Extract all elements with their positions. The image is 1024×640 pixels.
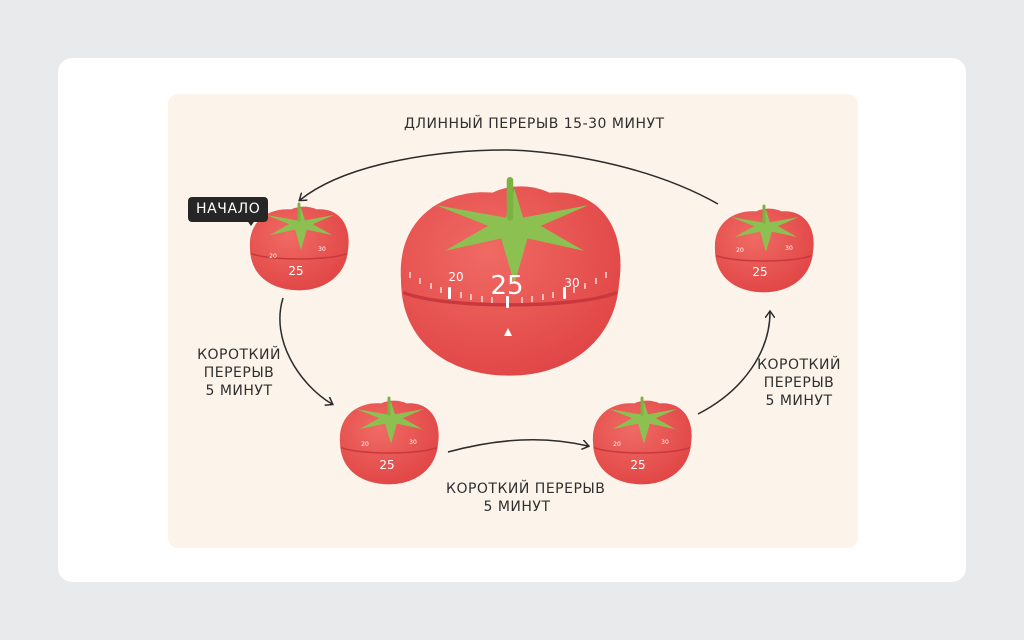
dial-pointer-icon	[504, 328, 512, 336]
timer-dial: 25 20 30	[736, 245, 793, 279]
label-line: КОРОТКИЙ ПЕРЕРЫВ	[446, 481, 606, 497]
label-line: КОРОТКИЙ	[757, 357, 841, 373]
tick-label: 20	[448, 270, 463, 284]
tick-label: 20	[613, 441, 621, 448]
tick-label: 30	[661, 439, 669, 446]
long-break-label: ДЛИННЫЙ ПЕРЕРЫВ 15-30 МИНУТ	[404, 116, 665, 132]
short-break-arrow-icon	[279, 297, 332, 404]
speech-bubble-icon	[246, 219, 256, 226]
tick-label: 30	[409, 439, 417, 446]
timer-minutes-label: 25	[752, 265, 767, 279]
timer-dial: 25 20 30	[613, 439, 669, 472]
label-line: ПЕРЕРЫВ	[203, 365, 275, 381]
timer-minutes-label: 25	[379, 458, 394, 472]
timer-dial: 25 20 30	[361, 439, 417, 472]
tick-label: 20	[361, 441, 369, 448]
timer-dial: 25 20 30	[269, 246, 326, 278]
short-break-arrow-icon	[697, 312, 770, 415]
label-line: КОРОТКИЙ	[197, 347, 281, 363]
tomato-timer-icon	[713, 204, 816, 294]
tick-label: 20	[269, 253, 277, 260]
short-break-arrow-icon	[447, 439, 588, 453]
tick-label: 30	[785, 245, 793, 252]
label-line: 5 МИНУТ	[765, 393, 833, 409]
main-timer-minutes-label: 25	[490, 271, 523, 301]
timer-minutes-label: 25	[288, 264, 303, 278]
long-break-arrow-icon	[300, 149, 719, 205]
label-line: 5 МИНУТ	[205, 383, 273, 399]
start-badge: НАЧАЛО	[188, 197, 269, 222]
timer-minutes-label: 25	[630, 458, 645, 472]
tick-label: 20	[736, 247, 744, 254]
label-line: 5 МИНУТ	[483, 499, 551, 515]
short-break-label-left: КОРОТКИЙ ПЕРЕРЫВ 5 МИНУТ	[196, 346, 282, 400]
tick-label: 30	[318, 246, 326, 253]
main-timer-dial: 25 20 30	[409, 270, 607, 336]
dial-ticks	[409, 272, 607, 303]
label-line: ПЕРЕРЫВ	[763, 375, 835, 391]
short-break-label-bottom: КОРОТКИЙ ПЕРЕРЫВ 5 МИНУТ	[446, 480, 606, 516]
short-break-label-right: КОРОТКИЙ ПЕРЕРЫВ 5 МИНУТ	[756, 356, 842, 410]
tick-label: 30	[564, 276, 579, 290]
